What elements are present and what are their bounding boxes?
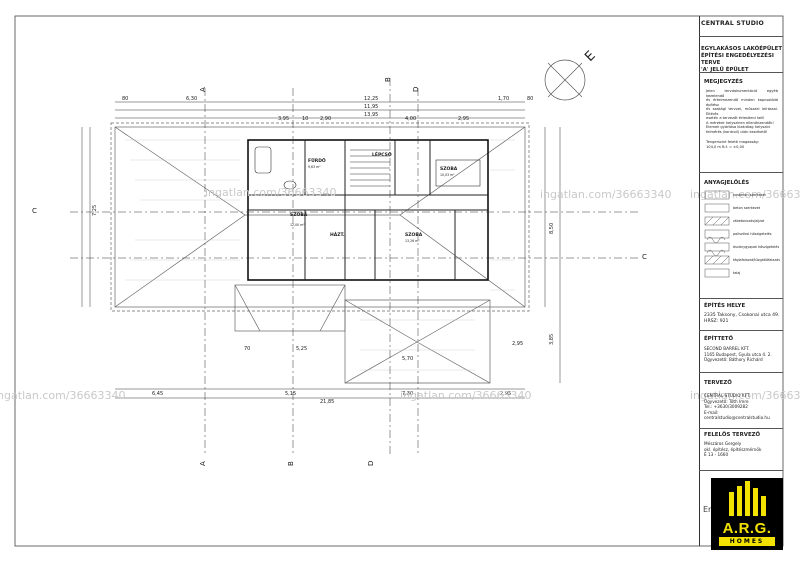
watermark: ingatlan.com/36663340 — [0, 389, 126, 402]
watermark: ingatlan.com/36663340 — [540, 188, 672, 201]
room-area: 9,63 m² — [308, 165, 321, 169]
material-label: ásványgyapot hőszigetelés — [733, 245, 780, 249]
svg-text:10: 10 — [302, 116, 308, 122]
material-label: beton szerkezet — [733, 206, 761, 210]
title-block — [699, 16, 784, 546]
tervezo-text: CENTRAL STUDIO KFT. Ügyvezető: Tóth Imre… — [704, 393, 770, 420]
epites-text: 2335 Taksony, Csokonai utca 49. HRSZ: 92… — [704, 313, 780, 324]
room-area: 13,26 m² — [405, 239, 420, 243]
room-name: SZOBA — [290, 212, 308, 218]
room-labels: FÜRDŐ 9,63 m² LÉPCSŐ SZOBA 10,03 m² SZOB… — [290, 150, 458, 243]
room-name: SZOBA — [440, 166, 458, 172]
svg-text:21,85: 21,85 — [320, 399, 334, 405]
divider — [699, 372, 783, 373]
divider — [699, 428, 783, 429]
divider — [699, 72, 783, 73]
studio-name: CENTRAL STUDIO — [701, 20, 765, 27]
material-label: téglafalazat/tűzgátlófalazás — [733, 258, 780, 262]
svg-text:80: 80 — [527, 96, 533, 102]
svg-text:80: 80 — [122, 96, 128, 102]
svg-text:5,25: 5,25 — [296, 346, 307, 352]
svg-text:7,30: 7,30 — [402, 391, 413, 397]
divider — [699, 36, 783, 37]
svg-text:70: 70 — [244, 346, 250, 352]
material-label: polisztirol hőszigetelés — [733, 232, 772, 236]
project-title: EGYLAKÁSOS LAKÓÉPÜLET ÉPÍTÉSI ENGEDÉLYEZ… — [701, 46, 783, 73]
room-area: 12,00 m² — [290, 223, 305, 227]
roof-hatching — [125, 139, 515, 371]
svg-text:6,30: 6,30 — [186, 96, 197, 102]
room-name: SZOBA — [405, 232, 423, 238]
material-label: rábetonozás/aljzat — [733, 219, 765, 223]
svg-text:8,50: 8,50 — [549, 223, 555, 234]
svg-text:5,15: 5,15 — [285, 391, 296, 397]
room-name: HÁZT. — [330, 231, 345, 238]
section-markers: A A B B C C D D — [32, 77, 647, 466]
material-label: talaj — [733, 271, 741, 275]
staircase — [350, 149, 390, 187]
section-mark: D — [412, 87, 420, 92]
truncated-label: Em — [703, 505, 716, 514]
felelos-text: Mészáros Gergely okl. építész, építészmé… — [704, 441, 762, 457]
section-mark: A — [199, 461, 207, 466]
logo-bars-icon — [729, 481, 766, 516]
svg-text:13,95: 13,95 — [364, 112, 378, 118]
sheet-frame — [14, 15, 784, 547]
felelos-heading: FELELŐS TERVEZŐ — [704, 432, 761, 438]
arg-homes-logo: A.R.G. HOMES — [711, 478, 783, 550]
room-area: 10,03 m² — [440, 173, 455, 177]
divider — [699, 330, 783, 331]
svg-text:3,85: 3,85 — [549, 334, 555, 345]
megjegyzes-heading: MEGJEGYZÉS — [704, 79, 743, 85]
material-legend — [704, 190, 730, 278]
divider — [699, 298, 783, 299]
epitteto-text: SECOND BARREL KFT. 1165 Budapest, Gyula … — [704, 346, 772, 362]
svg-text:2,95: 2,95 — [512, 341, 523, 347]
north-arrow-icon: E — [544, 48, 599, 101]
section-mark: C — [32, 207, 37, 215]
section-mark: B — [287, 461, 295, 466]
megjegyzes-note: Jelen tervdokumentáció egyéb kezelendő é… — [706, 89, 778, 149]
epites-heading: ÉPÍTÉS HELYE — [704, 303, 746, 309]
divider — [699, 470, 783, 471]
watermark: ingatlan.com/36663340 — [205, 186, 337, 199]
bathroom-fixtures — [254, 146, 481, 190]
svg-text:2,95: 2,95 — [500, 391, 511, 397]
svg-text:11,95: 11,95 — [364, 104, 378, 110]
section-mark: C — [642, 253, 647, 261]
svg-text:5,70: 5,70 — [402, 356, 413, 362]
svg-text:12,25: 12,25 — [364, 96, 378, 102]
logo-text: A.R.G. — [722, 520, 772, 537]
room-name: FÜRDŐ — [308, 157, 326, 164]
tervezo-heading: TERVEZŐ — [704, 380, 732, 386]
logo-subtext: HOMES — [719, 537, 775, 546]
svg-text:3,95: 3,95 — [278, 116, 289, 122]
section-mark: D — [367, 461, 375, 466]
section-mark: A — [199, 87, 207, 92]
svg-text:6,45: 6,45 — [152, 391, 163, 397]
divider — [699, 172, 783, 173]
svg-text:1,70: 1,70 — [498, 96, 509, 102]
svg-text:2,95: 2,95 — [458, 116, 469, 122]
svg-text:E: E — [582, 48, 598, 64]
dimension-lines — [70, 78, 640, 455]
room-name: LÉPCSŐ — [372, 150, 392, 158]
section-mark: B — [384, 77, 392, 82]
watermark: ingatlan.com/36663340 — [400, 389, 532, 402]
svg-text:2,90: 2,90 — [320, 116, 331, 122]
material-label: vasbeton szerkezet — [733, 193, 766, 197]
inner-walls — [248, 140, 488, 280]
svg-text:7,25: 7,25 — [92, 205, 98, 216]
svg-text:4,00: 4,00 — [405, 116, 416, 122]
dimension-texts: 80 6,30 12,25 11,95 1,70 80 13,95 3,95 1… — [92, 96, 555, 405]
epitteto-heading: ÉPÍTTETŐ — [704, 336, 734, 342]
anyag-heading: ANYAGJELÖLÉS — [704, 180, 750, 186]
watermark: ingatlan.com/36663340 — [690, 389, 800, 402]
roof-outline — [110, 122, 530, 384]
